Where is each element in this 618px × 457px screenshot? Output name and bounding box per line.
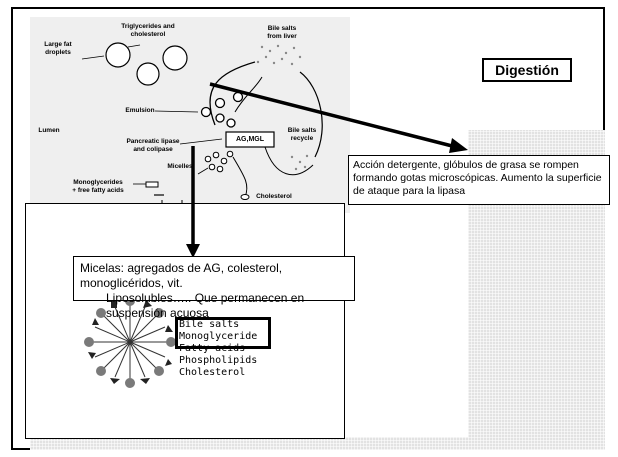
- micelle-illustration: [84, 296, 176, 388]
- legend-phospholipids: Phospholipids: [179, 355, 258, 366]
- arrow-head: [449, 138, 468, 153]
- micelle-circles: [204, 150, 234, 173]
- legend-highlight-box: [175, 317, 271, 349]
- digestion-diagram-svg: [81, 42, 323, 213]
- label-cholesterol: Cholesterol: [256, 193, 292, 200]
- label-emulsion: Emulsion: [125, 107, 155, 114]
- emulsion-droplets: [200, 91, 244, 128]
- fat-droplet: [162, 45, 188, 71]
- legend-monoglyceride: Monoglyceride: [179, 331, 258, 342]
- fat-droplet: [136, 62, 160, 86]
- bile-salt-dots: [256, 44, 309, 171]
- micelle-note: Micelas: agregados de AG, colesterol, mo…: [73, 256, 355, 320]
- label-monoglycerides: Monoglycerides+ free fatty acids: [72, 179, 124, 194]
- page-title: Digestión: [482, 58, 572, 82]
- emulsion-note: Acción detergente, glóbulos de grasa se …: [348, 155, 610, 205]
- hatched-bg-bottom: [30, 437, 605, 450]
- micelle-note-line2: Liposolubles….. Que permanecen en suspen…: [106, 291, 305, 320]
- micelle-note-line1: Micelas: agregados de AG, colesterol, mo…: [80, 261, 283, 290]
- label-ag-mgl: AG,MGL: [236, 136, 264, 143]
- arrow-to-emulsion-note: [209, 82, 461, 150]
- micelle-panel: Bile salts Monoglyceride Fatty acids Pho…: [25, 203, 345, 439]
- arrow-head: [186, 244, 200, 258]
- fat-droplet: [105, 42, 131, 68]
- label-lumen: Lumen: [38, 127, 60, 134]
- ag-mgl-box: [225, 131, 275, 148]
- legend-cholesterol: Cholesterol: [179, 367, 246, 378]
- label-micelles: Micelles: [167, 163, 193, 170]
- legend-bile-salts: Bile salts: [179, 319, 240, 330]
